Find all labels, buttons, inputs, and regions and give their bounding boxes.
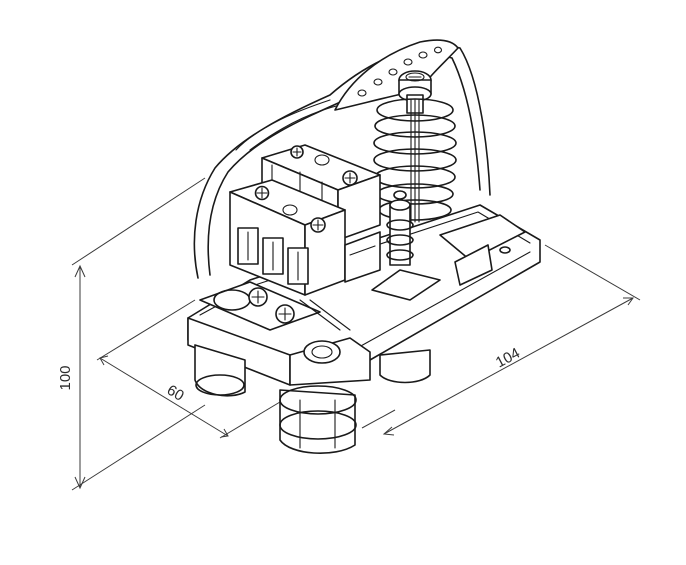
depth-label: 60 <box>164 382 187 405</box>
dimension-lines: 100 60 104 <box>57 177 641 491</box>
width-label: 104 <box>493 345 523 372</box>
cable-glands <box>194 344 431 454</box>
height-dimension: 100 <box>57 177 206 491</box>
device-body <box>187 39 541 454</box>
top-bracket <box>334 39 459 111</box>
pressure-piston <box>371 190 441 301</box>
terminal-block-front <box>229 179 381 296</box>
ground-terminals <box>199 281 351 331</box>
spring-coils <box>373 98 457 223</box>
depth-dimension: 60 <box>96 299 291 439</box>
height-label: 100 <box>57 365 74 390</box>
mounting-block <box>187 317 371 386</box>
